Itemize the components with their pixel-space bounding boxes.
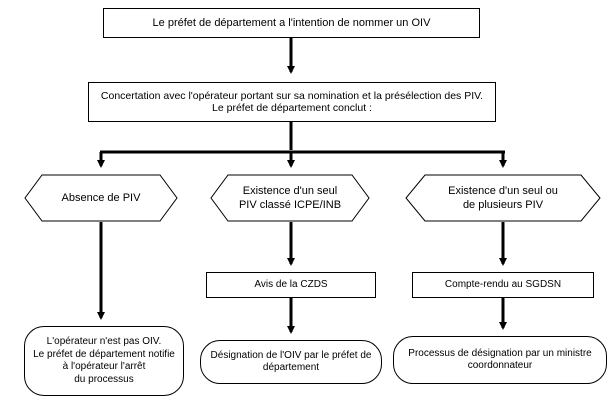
branch-3-outcome-box: Processus de désignation par un ministre… xyxy=(393,336,607,384)
hexagon-shape xyxy=(210,174,370,222)
branch-3-outcome-line-1: Processus de désignation par un ministre xyxy=(408,348,592,359)
branch-3-step-box: Compte-rendu au SGDSN xyxy=(412,272,594,298)
branch-2-step-text: Avis de la CZDS xyxy=(254,279,328,290)
branch-1-condition: Absence de PIV xyxy=(24,174,178,222)
branch-3-condition-text: Existence d'un seul ou de plusieurs PIV xyxy=(405,174,601,222)
branch-1-outcome-line-3: à l'opérateur l'arrêt xyxy=(62,361,146,372)
branch-3-step-text: Compte-rendu au SGDSN xyxy=(444,279,562,290)
hexagon-shape xyxy=(24,174,178,222)
branch-2-condition-line-1: Existence d'un seul xyxy=(242,185,338,197)
start-box-text: Le préfet de département a l'intention d… xyxy=(152,17,431,29)
branch-3-condition-line-2: de plusieurs PIV xyxy=(462,199,544,211)
branch-1-condition-line-1: Absence de PIV xyxy=(61,192,141,204)
branch-3-outcome-line-2: coordonnateur xyxy=(467,360,533,371)
branch-2-outcome-box: Désignation de l'OIV par le préfet de dé… xyxy=(200,340,382,384)
hexagon-shape xyxy=(405,174,601,222)
concertation-box: Concertation avec l'opérateur portant su… xyxy=(88,82,496,122)
concertation-line-1: Concertation avec l'opérateur portant su… xyxy=(100,90,484,102)
branch-1-outcome-box: L'opérateur n'est pas OIV. Le préfet de … xyxy=(24,326,184,396)
branch-3-condition: Existence d'un seul ou de plusieurs PIV xyxy=(405,174,601,222)
branch-1-outcome-line-1: L'opérateur n'est pas OIV. xyxy=(46,336,162,347)
branch-2-outcome-line-1: Désignation de l'OIV par le préfet de xyxy=(210,350,372,361)
branch-1-condition-text: Absence de PIV xyxy=(24,174,178,222)
branch-2-condition-line-2: PIV classé ICPE/INB xyxy=(238,199,342,211)
branch-1-outcome-line-4: du processus xyxy=(74,373,134,385)
start-box: Le préfet de département a l'intention d… xyxy=(103,8,480,38)
concertation-line-2: Le préfet de département conclut : xyxy=(212,102,372,114)
branch-3-condition-line-1: Existence d'un seul ou xyxy=(448,185,558,197)
branch-2-condition-text: Existence d'un seul PIV classé ICPE/INB xyxy=(210,174,370,222)
branch-1-outcome-line-2: Le préfet de département notifie xyxy=(33,348,175,360)
branch-2-step-box: Avis de la CZDS xyxy=(206,272,376,298)
branch-2-condition: Existence d'un seul PIV classé ICPE/INB xyxy=(210,174,370,222)
branch-2-outcome-line-2: département xyxy=(262,362,320,373)
